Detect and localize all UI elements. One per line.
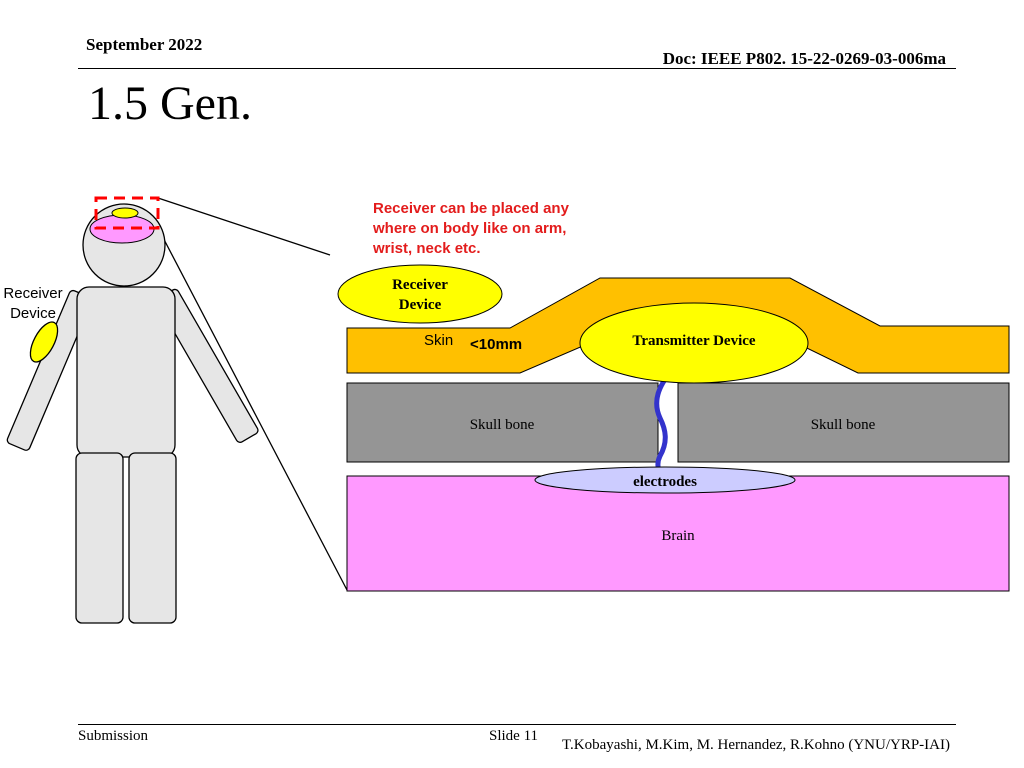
head-implant xyxy=(111,207,139,219)
skull-bone-right xyxy=(677,382,1010,463)
zoom-line-upper xyxy=(157,197,331,256)
skull-bone-left-label: Skull bone xyxy=(470,417,535,433)
skull-bone-left xyxy=(346,382,659,463)
brain-layer xyxy=(346,475,1010,592)
brain-label: Brain xyxy=(661,528,695,544)
header-rule xyxy=(78,68,956,69)
transmitter-label: Transmitter Device xyxy=(632,333,755,349)
header-date: September 2022 xyxy=(86,35,203,54)
electrodes-label: electrodes xyxy=(633,474,697,490)
footer-rule xyxy=(78,724,956,725)
note-line-2: where on body like on arm, xyxy=(372,220,566,237)
receiver-side-label-line1: Receiver xyxy=(3,285,62,302)
right-leg xyxy=(128,452,177,624)
zoom-highlight-box xyxy=(94,196,160,230)
receiver-device-label-line2: Device xyxy=(399,297,442,313)
footer-authors: T.Kobayashi, M.Kim, M. Hernandez, R.Kohn… xyxy=(562,737,950,753)
skin-label: Skin xyxy=(424,332,453,349)
note-line-3: wrist, neck etc. xyxy=(372,240,481,257)
note-line-1: Receiver can be placed any xyxy=(373,200,570,217)
arm-receiver-device xyxy=(29,321,59,363)
placement-note: Receiver can be placed any where on body… xyxy=(372,200,570,257)
header-doc-id: Doc: IEEE P802. 15-22-0269-03-006ma xyxy=(662,49,946,68)
receiver-device xyxy=(337,264,503,324)
footer-slide-number: Slide 11 xyxy=(489,728,539,744)
receiver-side-label-line2: Device xyxy=(10,305,56,322)
left-leg xyxy=(75,452,124,624)
electrodes-pad xyxy=(534,466,796,494)
transmitter-device xyxy=(579,302,809,384)
depth-label: <10mm xyxy=(470,336,522,353)
slide-title: 1.5 Gen. xyxy=(88,77,252,130)
receiver-device-label-line1: Receiver xyxy=(392,277,448,293)
torso xyxy=(76,286,176,458)
skull-bone-right-label: Skull bone xyxy=(811,417,876,433)
footer-submission: Submission xyxy=(78,728,149,744)
zoom-line-lower xyxy=(157,227,348,591)
human-figure xyxy=(6,196,259,624)
